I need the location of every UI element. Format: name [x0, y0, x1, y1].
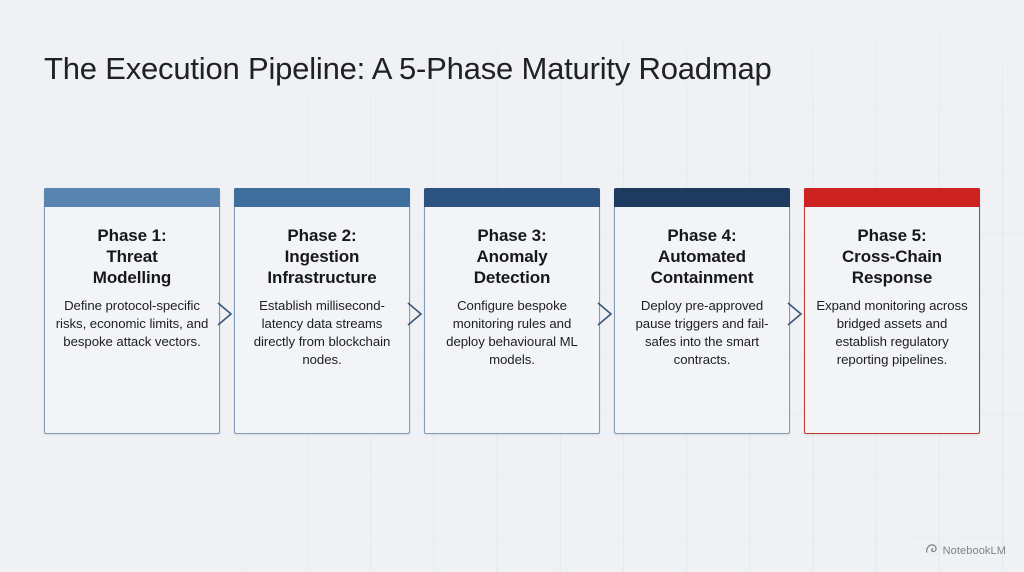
phase-card-3-body: Phase 3: Anomaly Detection Configure bes…	[425, 207, 599, 433]
phase-card-4-title-line3: Containment	[650, 268, 754, 287]
phase-card-3-title-line2: Anomaly	[476, 247, 548, 266]
phase-card-5-title: Phase 5: Cross-Chain Response	[815, 225, 969, 288]
phase-card-3-title-line3: Detection	[473, 268, 551, 287]
phase-card-3-header-bar	[424, 188, 600, 207]
phase-card-2-title-line3: Infrastructure	[267, 268, 377, 287]
phase-card-3[interactable]: Phase 3: Anomaly Detection Configure bes…	[424, 188, 600, 434]
connector-arrow-3-to-4	[596, 301, 616, 327]
phase-card-1-description: Define protocol-specific risks, economic…	[55, 298, 209, 349]
phase-card-4-header-bar	[614, 188, 790, 207]
connector-arrow-2-to-3	[406, 301, 426, 327]
phase-card-5-description: Expand monitoring across bridged assets …	[816, 298, 968, 367]
phase-card-1-title-line2: Threat	[106, 247, 158, 266]
phase-card-5-header-bar	[804, 188, 980, 207]
phase-pipeline: Phase 1: Threat Modelling Define protoco…	[44, 188, 980, 436]
phase-card-2-title-line2: Ingestion	[284, 247, 360, 266]
phase-card-2-body: Phase 2: Ingestion Infrastructure Establ…	[235, 207, 409, 433]
phase-card-1-header-bar	[44, 188, 220, 207]
phase-card-4-title: Phase 4: Automated Containment	[625, 225, 779, 288]
phase-card-1-title: Phase 1: Threat Modelling	[55, 225, 209, 288]
phase-card-4-description: Deploy pre-approved pause triggers and f…	[635, 298, 769, 367]
phase-card-3-title-line1: Phase 3:	[477, 226, 547, 245]
phase-card-1-title-line3: Modelling	[92, 268, 172, 287]
page-title: The Execution Pipeline: A 5-Phase Maturi…	[44, 50, 772, 86]
phase-card-1-body: Phase 1: Threat Modelling Define protoco…	[45, 207, 219, 433]
phase-card-5-title-line2: Cross-Chain	[842, 247, 942, 266]
notebooklm-watermark: NotebookLM	[925, 542, 1006, 560]
connector-arrow-4-to-5	[786, 301, 806, 327]
phase-card-2-header-bar	[234, 188, 410, 207]
phase-card-5-body: Phase 5: Cross-Chain Response Expand mon…	[805, 207, 979, 433]
phase-card-2[interactable]: Phase 2: Ingestion Infrastructure Establ…	[234, 188, 410, 434]
notebooklm-watermark-label: NotebookLM	[942, 545, 1006, 557]
phase-card-5[interactable]: Phase 5: Cross-Chain Response Expand mon…	[804, 188, 980, 434]
phase-card-4-body: Phase 4: Automated Containment Deploy pr…	[615, 207, 789, 433]
connector-arrow-1-to-2	[216, 301, 236, 327]
phase-card-5-title-line3: Response	[851, 268, 933, 287]
phase-card-2-title-line1: Phase 2:	[287, 226, 357, 245]
phase-card-3-description: Configure bespoke monitoring rules and d…	[446, 298, 578, 367]
phase-card-4[interactable]: Phase 4: Automated Containment Deploy pr…	[614, 188, 790, 434]
phase-card-2-description: Establish millisecond-latency data strea…	[253, 298, 391, 367]
phase-card-1-title-line1: Phase 1:	[97, 226, 167, 245]
phase-card-2-title: Phase 2: Ingestion Infrastructure	[245, 225, 399, 288]
phase-card-3-title: Phase 3: Anomaly Detection	[435, 225, 589, 288]
phase-card-1[interactable]: Phase 1: Threat Modelling Define protoco…	[44, 188, 220, 434]
phase-card-4-title-line2: Automated	[658, 247, 746, 266]
phase-card-5-title-line1: Phase 5:	[857, 226, 927, 245]
notebooklm-logo-icon	[925, 542, 938, 560]
phase-card-4-title-line1: Phase 4:	[667, 226, 737, 245]
